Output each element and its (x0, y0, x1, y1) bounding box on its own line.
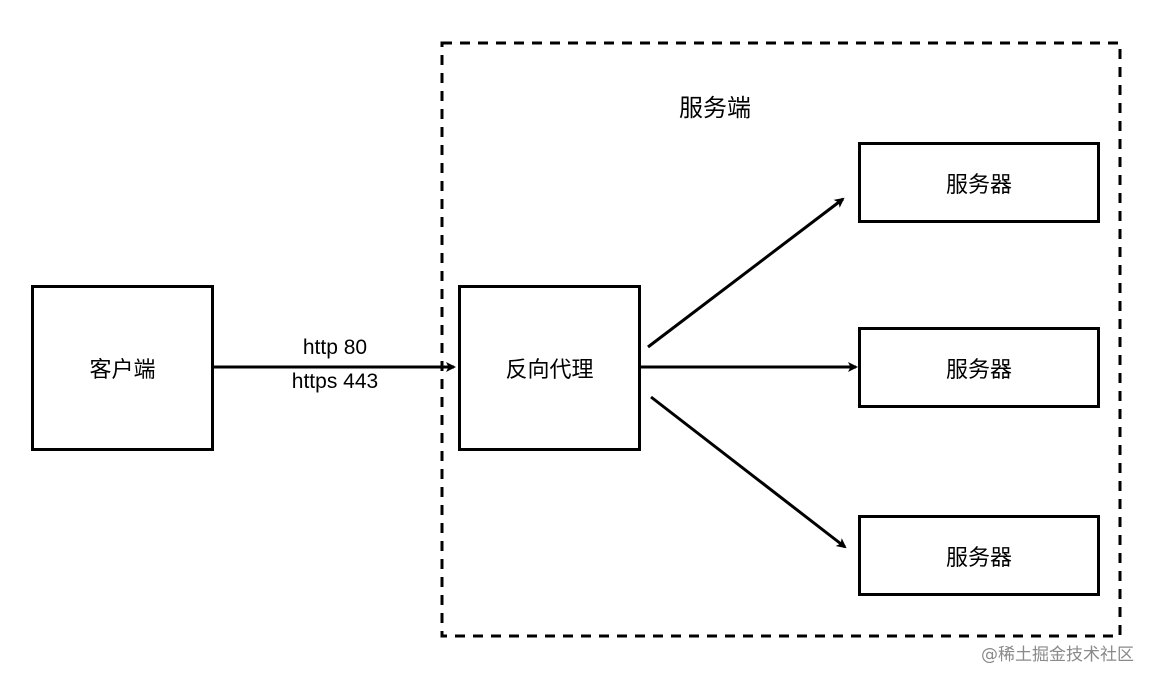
arrow-proxy-to-server-1 (647, 197, 845, 349)
reverse-proxy-node-label: 反向代理 (505, 358, 594, 383)
client-node-label: 客户端 (89, 358, 156, 383)
arrow-proxy-to-server-3 (650, 395, 847, 549)
watermark: @稀土掘金技术社区 (981, 645, 1134, 665)
server-group-border (440, 41, 1122, 638)
server-group-title: 服务端 (679, 94, 751, 122)
server-node-3: 服务器 (858, 515, 1100, 596)
edge-label-http: http 80 (302, 336, 368, 359)
client-node: 客户端 (31, 285, 214, 451)
server-node-label: 服务器 (945, 172, 1012, 198)
server-node-2: 服务器 (858, 327, 1100, 408)
server-node-label: 服务器 (945, 357, 1012, 383)
edge-label-https: https 443 (291, 370, 379, 393)
reverse-proxy-node: 反向代理 (458, 285, 641, 451)
server-node-label: 服务器 (945, 545, 1012, 571)
server-node-1: 服务器 (858, 142, 1100, 223)
